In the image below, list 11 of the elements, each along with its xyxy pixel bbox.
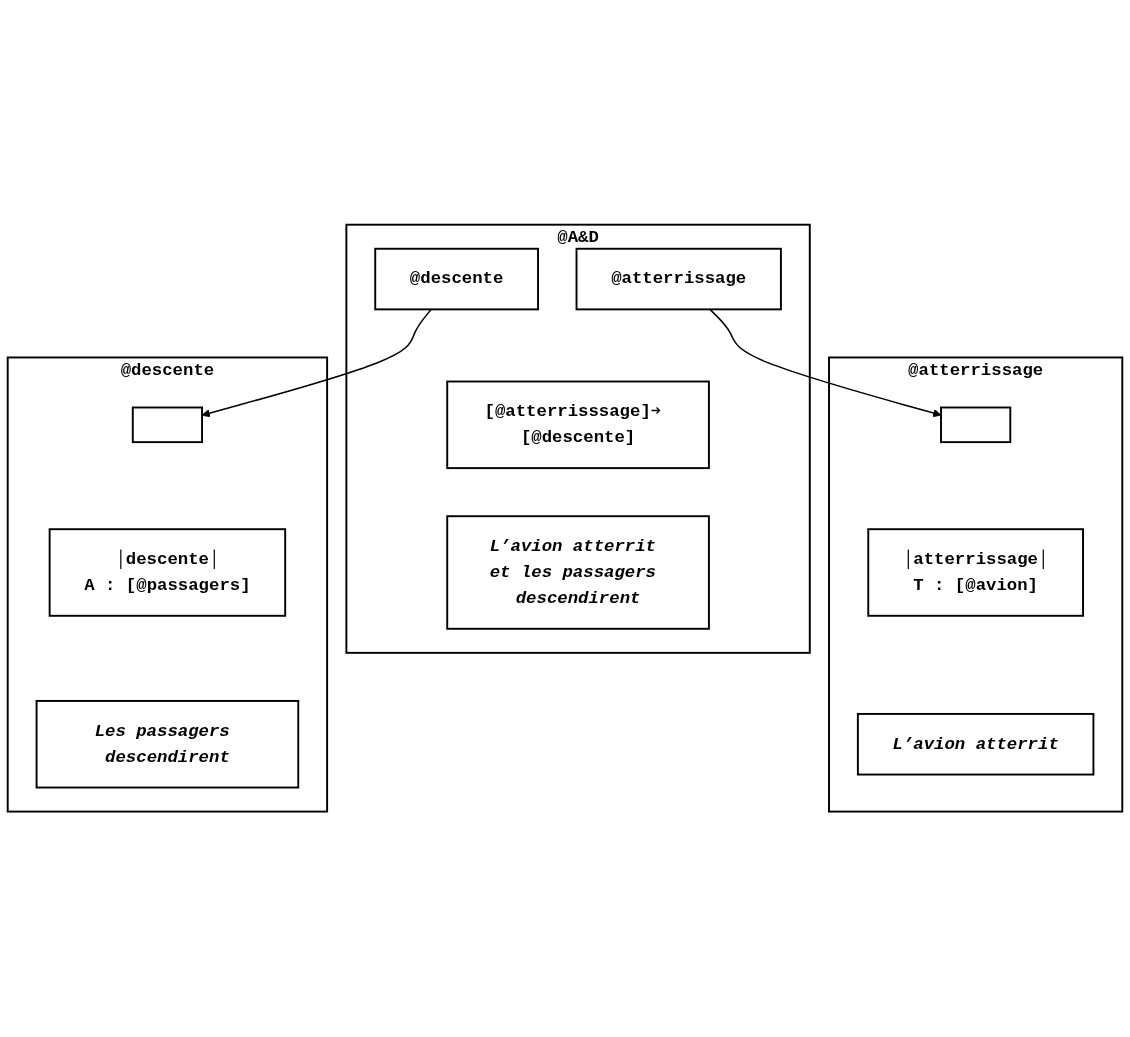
- node-box: [940, 406, 1012, 444]
- node-box: @descente: [374, 248, 539, 311]
- node-box: │descente│ A : [@passagers]: [48, 528, 287, 618]
- node-box: @atterrissage: [575, 248, 782, 311]
- node-box: L’avion atterrit: [856, 713, 1095, 776]
- node-box: [@atterrisssage]➔ [@descente]: [446, 380, 710, 470]
- node-box: Les passagers descendirent: [35, 700, 300, 789]
- node-box: [131, 406, 203, 444]
- node-box: │atterrissage│ T : [@avion]: [867, 528, 1084, 618]
- arrow: [709, 308, 942, 418]
- node-box: L’avion atterrit et les passagers descendirent: [446, 515, 710, 631]
